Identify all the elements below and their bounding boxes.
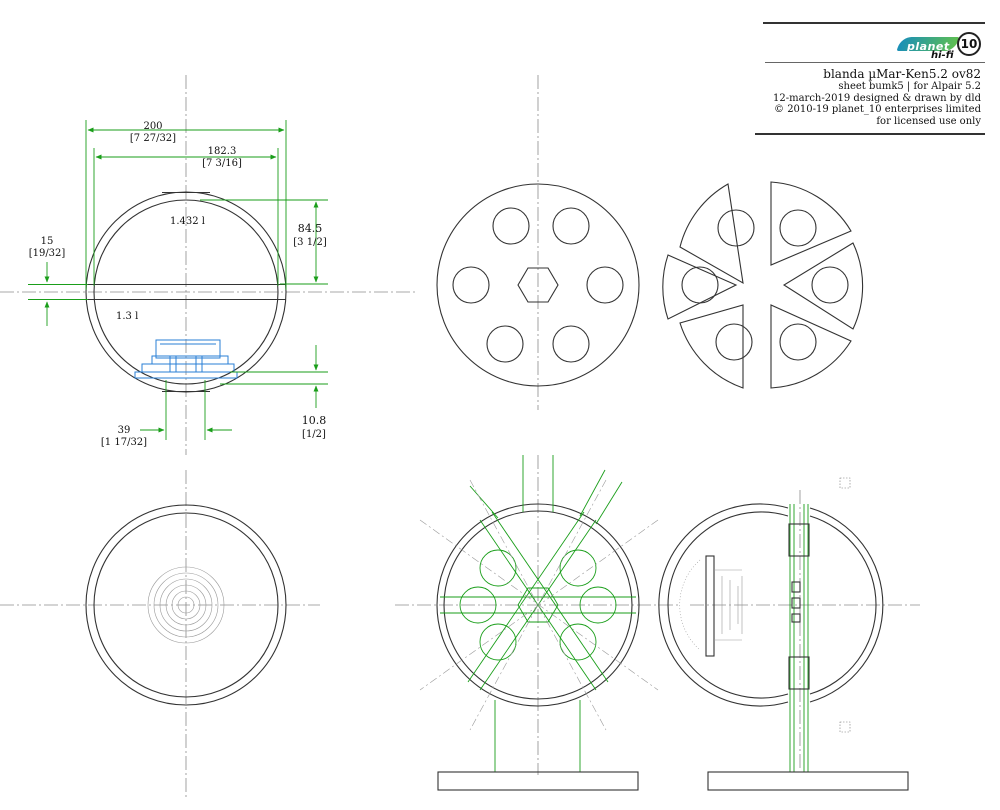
license-line: for licensed use only — [876, 115, 981, 127]
dim-200-value: 200 — [143, 121, 162, 132]
title-block-text: blanda µMar-Ken5.2 ov82 sheet bumk5 | fo… — [773, 68, 981, 127]
dim-182-imperial: [7 3/16] — [202, 158, 242, 169]
title-block: planet hi-fi 10 blanda µMar-Ken5.2 ov82 … — [755, 22, 985, 135]
upper-volume-label: 1.432 l — [170, 216, 205, 227]
dim-39-value: 39 — [118, 425, 131, 436]
planet10-logo: planet hi-fi 10 — [879, 30, 981, 62]
logo-word-hifi: hi-fi — [931, 50, 954, 61]
side-view — [658, 477, 909, 791]
sheet-label: sheet bumk5 | for Alpair 5.2 — [838, 81, 981, 92]
date-line: 12-march-2019 designed & drawn by dld — [773, 92, 981, 104]
dim-200-imperial: [7 27/32] — [130, 133, 176, 144]
title-block-top-rule — [763, 22, 985, 24]
lower-volume-label: 1.3 l — [116, 311, 138, 322]
logo-word-planet: planet — [907, 40, 950, 53]
front-view — [85, 504, 287, 706]
drawing-title: blanda µMar-Ken5.2 ov82 — [823, 67, 981, 81]
title-block-bottom-rule — [755, 133, 985, 135]
title-block-mid-rule — [765, 62, 985, 63]
dim-10-imperial: [1/2] — [302, 429, 326, 440]
dim-182-value: 182.3 — [208, 146, 237, 157]
shelf-plate — [436, 183, 640, 387]
dimension-lines — [28, 120, 328, 440]
dim-84-imperial: [3 1/2] — [293, 237, 327, 248]
dim-15-imperial: [19/32] — [29, 248, 66, 259]
dim-84-value: 84.5 — [298, 222, 323, 235]
section-view — [85, 191, 287, 393]
dim-10-value: 10.8 — [302, 414, 327, 427]
logo-number: 10 — [957, 32, 981, 56]
driver-outline — [134, 339, 238, 379]
assembly-view — [419, 455, 659, 791]
dim-15-value: 15 — [41, 236, 54, 247]
segmented-ring — [662, 181, 864, 389]
copyright-line: © 2010-19 planet_10 enterprises limited — [774, 104, 981, 115]
dim-39-imperial: [1 17/32] — [101, 437, 147, 448]
